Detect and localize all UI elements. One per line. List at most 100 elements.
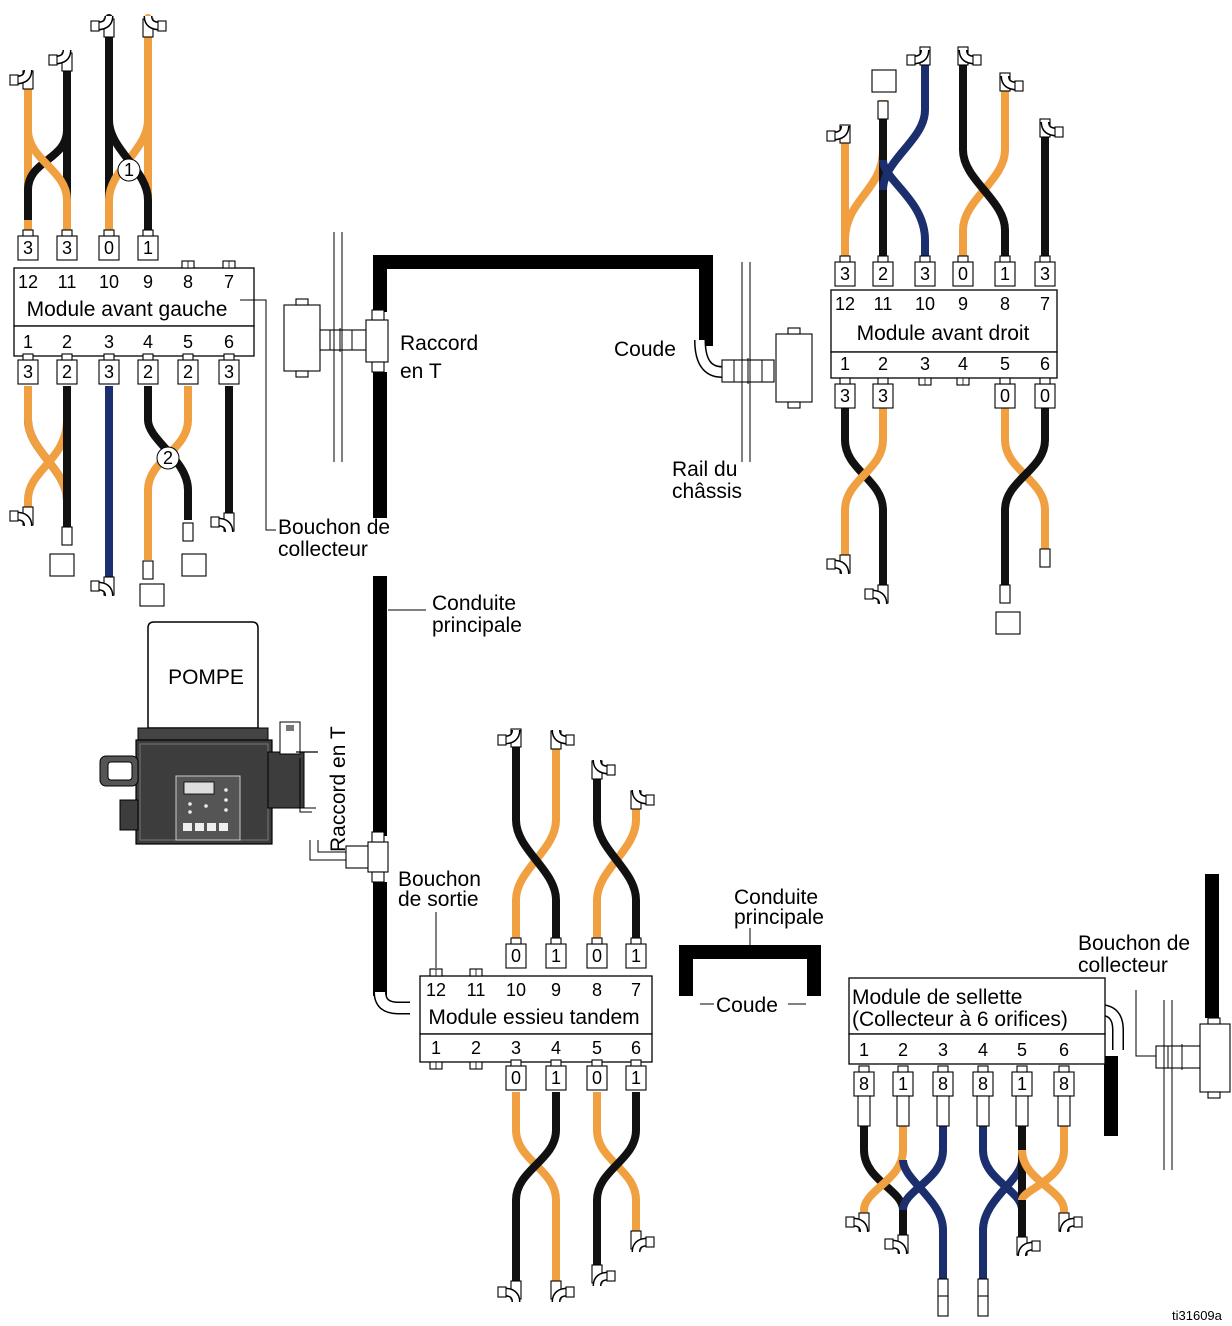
elbow-fitting: [1000, 75, 1024, 92]
label-raccord-t-line2: en T: [400, 360, 442, 383]
elbow-fitting: [958, 49, 982, 66]
elbow-fitting: [906, 49, 930, 66]
metering-value: 0: [511, 946, 521, 966]
main-line-layer: [373, 255, 1219, 1136]
elbow-fitting: [826, 125, 850, 142]
metering-value: 1: [898, 1074, 908, 1094]
metering-value: 8: [859, 1074, 869, 1094]
elbow-fitting: [826, 558, 850, 575]
hose-ferrule: [1039, 548, 1051, 568]
module-avant-gauche-bottom-port-6: 6: [224, 332, 234, 352]
elbow-fitting: [845, 1216, 869, 1233]
hose-ferrule: [61, 526, 73, 546]
tee-fitting-small: [49, 553, 75, 577]
elbow-fitting-top-right: [694, 327, 813, 409]
module-essieu-tandem-top-port-9: 9: [551, 980, 561, 1000]
label-raccord-t-line1: Raccord: [400, 332, 478, 355]
module-essieu-tandem-upper: [419, 975, 653, 1035]
metering-value: 1: [551, 946, 561, 966]
module-avant-droit-upper: [830, 289, 1058, 353]
elbow-fitting: [210, 516, 234, 533]
tee-fitting-small: [871, 69, 897, 93]
metering-value: 0: [592, 1068, 602, 1088]
label-coude-bottom: Coude: [716, 994, 778, 1017]
module-avant-gauche-lower: [13, 325, 255, 357]
metering-value: 8: [1059, 1074, 1069, 1094]
metering-stem: [936, 1095, 950, 1127]
elbow-fitting: [1040, 121, 1064, 138]
pump-label: POMPE: [168, 666, 244, 689]
tee-fitting-top: [283, 298, 389, 378]
metering-stem: [1057, 1095, 1071, 1127]
module-essieu-tandem-top-port-10: 10: [506, 980, 526, 1000]
callout-2-label: 2: [163, 448, 173, 468]
label-conduite-bottom-line2: principale: [734, 906, 824, 929]
elbow-fitting: [631, 789, 655, 806]
module-avant-gauche-bottom-port-4: 4: [143, 332, 153, 352]
module-avant-droit-top-port-10: 10: [915, 294, 935, 314]
module-avant-gauche-bottom-port-1: 1: [23, 332, 33, 352]
main-line-tandem-to-sellette: [679, 945, 821, 996]
metering-value: 2: [878, 264, 888, 284]
hose-ferrule: [937, 1278, 949, 1298]
metering-value: 2: [62, 362, 72, 382]
module-essieu-tandem-bottom-port-3: 3: [511, 1038, 521, 1058]
module-essieu-tandem-top-port-7: 7: [631, 980, 641, 1000]
metering-value: 1: [143, 238, 153, 258]
module-avant-droit-bottom-port-5: 5: [1000, 354, 1010, 374]
tee-fitting-small: [139, 583, 165, 607]
elbow-fitting-tandem: [373, 991, 410, 1015]
module-sellette-port-5: 5: [1017, 1040, 1027, 1060]
module-essieu-tandem-bottom-port-1: 1: [431, 1038, 441, 1058]
label-conduite-bottom-line1: Conduite: [734, 886, 818, 909]
label-rail-line1: Rail du: [672, 458, 737, 481]
hose-ferrule: [182, 522, 194, 542]
metering-value: 3: [62, 238, 72, 258]
tee-fitting-small: [181, 553, 207, 577]
module-avant-gauche-bottom-port-5: 5: [183, 332, 193, 352]
metering-value: 0: [104, 238, 114, 258]
module-sellette-title-1: Module de sellette: [852, 986, 1022, 1009]
elbow-fitting: [48, 49, 72, 66]
metering-value: 1: [1017, 1074, 1027, 1094]
metering-value: 3: [224, 362, 234, 382]
module-essieu-tandem-top-port-8: 8: [592, 980, 602, 1000]
module-essieu-tandem-title: Module essieu tandem: [428, 1006, 639, 1029]
elbow-fitting: [551, 729, 575, 746]
metering-value: 1: [551, 1068, 561, 1088]
metering-value: 0: [1040, 386, 1050, 406]
module-sellette-port-2: 2: [898, 1040, 908, 1060]
callout-2: [156, 446, 180, 470]
label-bouchon-collecteur-line2: collecteur: [278, 538, 368, 561]
module-sellette-port-1: 1: [859, 1040, 869, 1060]
label-bouchon-sortie-line2: de sortie: [398, 888, 479, 911]
metering-value: 8: [938, 1074, 948, 1094]
module-avant-gauche-upper: [13, 267, 255, 327]
module-avant-gauche-title: Module avant gauche: [27, 298, 228, 321]
label-bouchon-collecteur-right-line2: collecteur: [1078, 954, 1168, 977]
metering-value: 0: [958, 264, 968, 284]
module-essieu-tandem-bottom-port-6: 6: [631, 1038, 641, 1058]
module-avant-droit-top-port-9: 9: [958, 294, 968, 314]
module-avant-droit-top-port-7: 7: [1040, 294, 1050, 314]
metering-value: 2: [143, 362, 153, 382]
label-bouchon-collecteur-line1: Bouchon de: [278, 516, 390, 539]
module-essieu-tandem-top-port-12: 12: [426, 980, 446, 1000]
pump: POMPE: [99, 621, 318, 845]
metering-value: 0: [1000, 386, 1010, 406]
hose-ferrule: [977, 1278, 989, 1298]
module-essieu-tandem-top-port-11: 11: [467, 980, 486, 1000]
module-avant-droit-bottom-port-1: 1: [840, 354, 850, 374]
module-essieu-tandem-lower: [419, 1033, 653, 1063]
callout-1: [117, 158, 141, 182]
main-line-top: [373, 255, 713, 346]
elbow-fitting: [497, 1286, 521, 1303]
module-avant-gauche-bottom-port-3: 3: [104, 332, 114, 352]
elbow-fitting: [90, 15, 114, 32]
module-avant-gauche-top-port-11: 11: [58, 272, 77, 292]
metering-value: 3: [104, 362, 114, 382]
manifold-plug-right: [1135, 990, 1231, 1099]
label-conduite-top-line1: Conduite: [432, 592, 516, 615]
label-rail-line2: châssis: [672, 480, 742, 503]
label-bouchon-sortie-line1: Bouchon: [398, 868, 481, 891]
